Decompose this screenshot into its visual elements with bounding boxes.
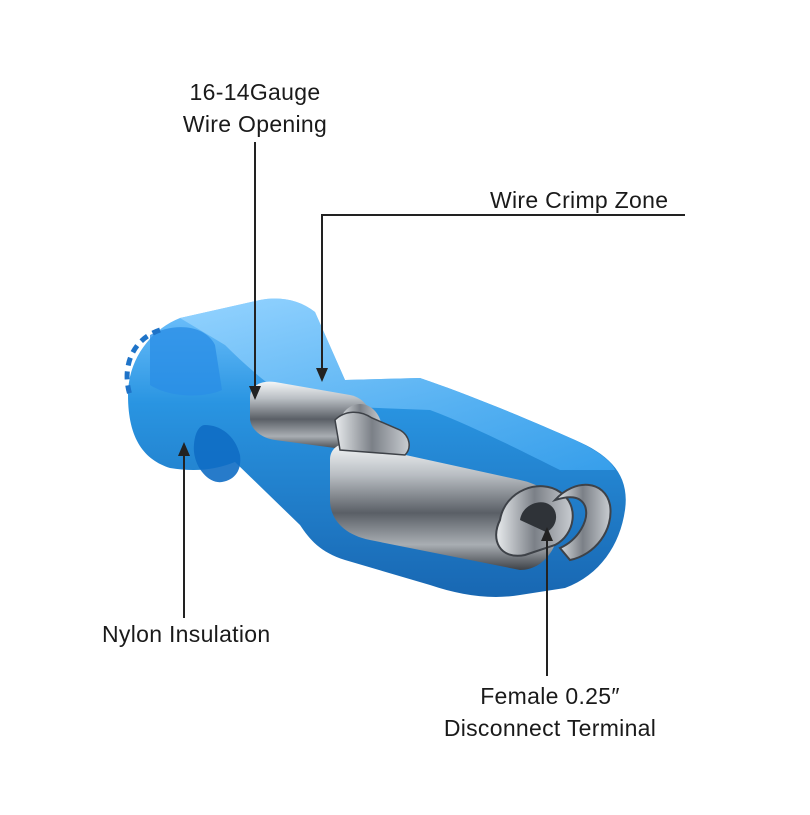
opening-rim-dashed bbox=[124, 327, 161, 396]
wire-opening-label-line1: 16-14Gauge bbox=[189, 79, 321, 105]
wire-opening-label-line2: Wire Opening bbox=[182, 111, 328, 137]
crimp-zone-label: Wire Crimp Zone bbox=[490, 187, 669, 213]
arrowhead-nylon-insulation bbox=[178, 442, 190, 456]
arrowhead-female-terminal bbox=[541, 527, 553, 541]
arrowhead-wire-opening bbox=[249, 386, 261, 400]
leader-arrowheads bbox=[178, 368, 553, 541]
female-disconnect-terminal bbox=[330, 411, 612, 570]
nylon-insulation-label: Nylon Insulation bbox=[102, 621, 271, 647]
wire-opening-label: 16-14Gauge Wire Opening bbox=[150, 76, 360, 140]
arrowhead-crimp-zone bbox=[316, 368, 328, 382]
female-terminal-label-line2: Disconnect Terminal bbox=[443, 715, 657, 741]
female-terminal-label-line1: Female 0.25″ bbox=[480, 683, 620, 709]
female-terminal-label: Female 0.25″ Disconnect Terminal bbox=[420, 680, 680, 744]
leader-crimp-zone bbox=[321, 214, 685, 378]
leader-lines bbox=[183, 142, 685, 676]
